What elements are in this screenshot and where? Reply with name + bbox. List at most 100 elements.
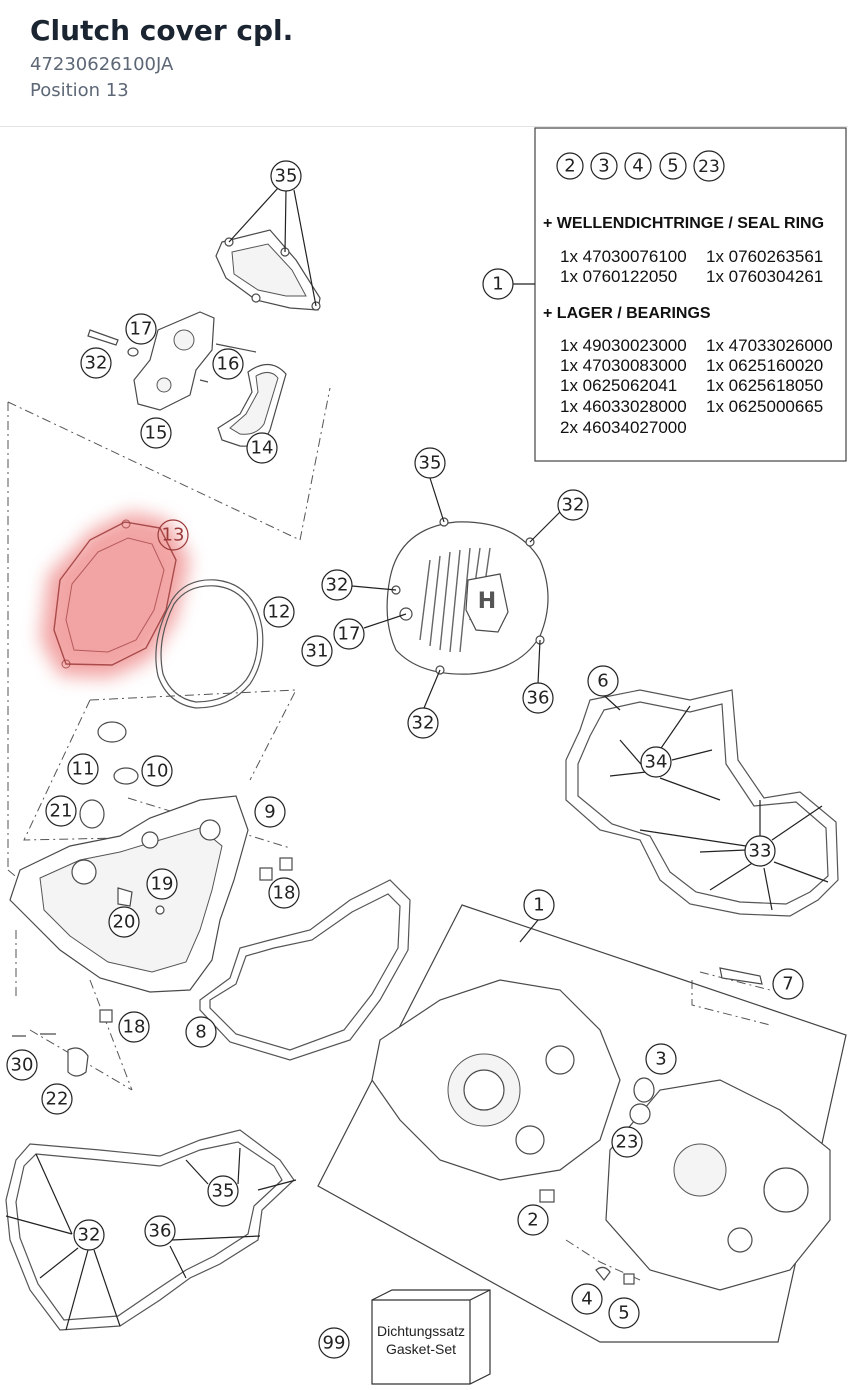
clutch-side-cover	[9, 721, 293, 1077]
gasket-inner	[209, 893, 401, 1051]
svg-text:11: 11	[72, 759, 95, 780]
callout-36[interactable]: 36	[522, 682, 554, 714]
callout-14[interactable]: 14	[246, 432, 278, 464]
svg-text:10: 10	[146, 761, 169, 782]
bearing-row: 2x 46034027000	[560, 418, 687, 437]
callout-1[interactable]: 1	[482, 268, 514, 300]
svg-text:18: 18	[273, 883, 296, 904]
callout-18[interactable]: 18	[118, 1011, 150, 1043]
crankcase-frame	[317, 904, 847, 1343]
crankcase-gasket-8	[199, 879, 411, 1061]
callout-36[interactable]: 36	[144, 1215, 176, 1247]
bearing-row: 1x 0625062041	[560, 376, 677, 395]
callout-2[interactable]: 2	[517, 1204, 549, 1236]
svg-text:33: 33	[749, 841, 772, 862]
svg-text:6: 6	[597, 671, 608, 692]
callout-17[interactable]: 17	[125, 313, 157, 345]
svg-text:H: H	[478, 589, 496, 614]
svg-text:23: 23	[698, 157, 720, 177]
leader-lines	[5, 187, 829, 1331]
lower-gasket	[5, 1129, 295, 1331]
callout-32[interactable]: 32	[321, 569, 353, 601]
callout-32[interactable]: 32	[73, 1219, 105, 1251]
callout-5[interactable]: 5	[608, 1297, 640, 1329]
callout-99[interactable]: 99	[318, 1327, 350, 1359]
legend-circles: 2 3 4 5 23	[556, 150, 725, 182]
callout-10[interactable]: 10	[141, 755, 173, 787]
gasket-set-line2: Gasket-Set	[386, 1341, 456, 1357]
callout-35[interactable]: 35	[414, 447, 446, 479]
callout-13-highlighted[interactable]: 13	[157, 519, 189, 551]
bearing-row: 1x 46033028000	[560, 397, 687, 416]
callout-1[interactable]: 1	[523, 889, 555, 921]
seal-ring-heading: + WELLENDICHTRINGE / SEAL RING	[543, 215, 824, 232]
svg-text:17: 17	[130, 319, 153, 340]
callout-34[interactable]: 34	[640, 746, 672, 778]
callout-12[interactable]: 12	[263, 596, 295, 628]
page-title: Clutch cover cpl.	[30, 14, 294, 47]
svg-text:1: 1	[533, 895, 544, 916]
callout-31[interactable]: 31	[301, 635, 333, 667]
callout-7[interactable]: 7	[772, 968, 804, 1000]
pin-frame	[691, 971, 771, 1026]
callout-21[interactable]: 21	[45, 795, 77, 827]
svg-text:3: 3	[655, 1049, 666, 1070]
ignition-cover: H	[386, 517, 549, 675]
svg-text:30: 30	[11, 1055, 34, 1076]
clutch-cover-insert	[87, 311, 257, 411]
bearing-row: 1x 0625618050	[706, 376, 823, 395]
bearing-row: 1x 49030023000	[560, 336, 687, 355]
callout-11[interactable]: 11	[67, 753, 99, 785]
callout-3[interactable]: 3	[645, 1043, 677, 1075]
callout-4[interactable]: 4	[571, 1283, 603, 1315]
bearing-row: 1x 47033026000	[706, 336, 833, 355]
seal-row: 1x 0760304261	[706, 267, 823, 286]
svg-text:15: 15	[145, 423, 168, 444]
svg-text:17: 17	[338, 624, 361, 645]
callout-15[interactable]: 15	[140, 417, 172, 449]
callout-19[interactable]: 19	[146, 868, 178, 900]
svg-text:5: 5	[667, 156, 678, 177]
position-label: Position 13	[30, 80, 129, 101]
water-pump-gasket-14	[217, 363, 287, 447]
callout-33[interactable]: 33	[744, 835, 776, 867]
callout-6[interactable]: 6	[587, 665, 619, 697]
callout-22[interactable]: 22	[41, 1083, 73, 1115]
bearing-row: 1x 0625000665	[706, 397, 823, 416]
callout-8[interactable]: 8	[185, 1016, 217, 1048]
bearings-heading: + LAGER / BEARINGS	[543, 305, 711, 322]
seal-row: 1x 47030076100	[560, 247, 687, 266]
svg-text:32: 32	[562, 495, 585, 516]
seal-row: 1x 0760263561	[706, 247, 823, 266]
callout-32[interactable]: 32	[407, 707, 439, 739]
svg-text:21: 21	[50, 801, 73, 822]
callout-30[interactable]: 30	[6, 1049, 38, 1081]
callout-labels[interactable]: 35 1 17 32 16 15 14 35 32 13 32 12 17 31…	[6, 160, 804, 1359]
svg-text:34: 34	[645, 752, 668, 773]
svg-text:7: 7	[782, 974, 793, 995]
callout-18[interactable]: 18	[268, 877, 300, 909]
callout-20[interactable]: 20	[108, 906, 140, 938]
water-pump-cover	[215, 229, 321, 311]
callout-9[interactable]: 9	[254, 796, 286, 828]
svg-text:35: 35	[275, 166, 298, 187]
svg-text:8: 8	[195, 1022, 206, 1043]
callout-16[interactable]: 16	[212, 348, 244, 380]
svg-text:22: 22	[46, 1089, 69, 1110]
bearing-row: 1x 47030083000	[560, 356, 687, 375]
svg-text:2: 2	[564, 156, 575, 177]
crankcase-halves	[371, 967, 831, 1291]
svg-text:1: 1	[492, 274, 503, 295]
callout-17[interactable]: 17	[333, 618, 365, 650]
svg-text:35: 35	[419, 453, 442, 474]
callout-35[interactable]: 35	[270, 160, 302, 192]
svg-text:20: 20	[113, 912, 136, 933]
callout-23[interactable]: 23	[611, 1126, 643, 1158]
clutch-cover-gasket-12	[155, 579, 264, 709]
callout-32[interactable]: 32	[80, 347, 112, 379]
callout-32[interactable]: 32	[557, 489, 589, 521]
part-number: 47230626100JA	[30, 54, 174, 75]
svg-text:4: 4	[632, 156, 643, 177]
callout-35[interactable]: 35	[207, 1175, 239, 1207]
